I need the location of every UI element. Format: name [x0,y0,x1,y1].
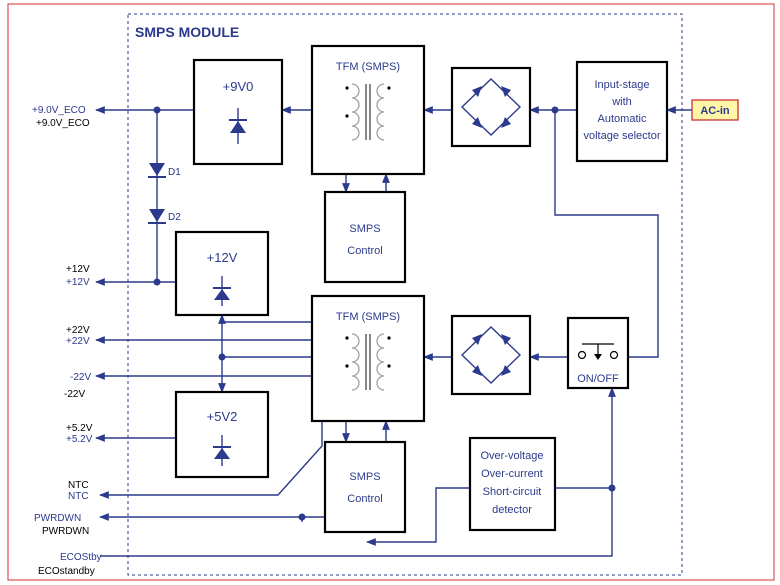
signal-12v-blue: +12V [66,277,90,288]
ac-in-tag: AC-in [691,99,739,121]
bridge-rectifier-bottom-block [450,314,532,396]
signal-9v-eco-blue: +9.0V_ECO [32,105,86,116]
signal-ecostby-blue: ECOStby [60,552,102,563]
diode-d2-label: D2 [168,212,181,223]
module-title: SMPS MODULE [135,24,239,40]
smps-control-top-line2: Control [347,245,382,257]
protection-line3: Short-circuit [483,486,542,498]
regulator-12v-block: +12V [174,230,270,317]
signal-22v-neg-blue: -22V [70,372,91,383]
zener-icon [213,276,231,306]
regulator-9v0-label: +9V0 [223,79,254,94]
signal-12v-black: +12V [66,264,90,275]
transformer-icon [345,83,391,141]
signal-ecostandby-black: ECOstandby [38,566,95,577]
input-stage-block: Input-stage with Automatic voltage selec… [575,60,669,163]
bridge-rectifier-icon [460,78,522,136]
signal-22v-neg-black: -22V [64,389,85,400]
input-stage-line3: Automatic [598,113,647,125]
signal-22v-pos-blue: +22V [66,336,90,347]
outer-frame [7,3,775,581]
signal-5v2-blue: +5.2V [66,434,93,445]
regulator-5v2-block: +5V2 [174,390,270,479]
protection-line1: Over-voltage [481,450,544,462]
zener-icon [213,435,231,466]
transformer-icon [345,333,391,391]
smps-control-bottom-block: SMPS Control [323,440,407,534]
switch-icon [577,343,619,360]
ac-in-label: AC-in [700,105,730,117]
signal-pwrdwn-blue: PWRDWN [34,513,81,524]
protection-line2: Over-current [481,468,543,480]
signal-9v-eco-black: +9.0V_ECO [36,118,90,129]
regulator-9v0-block: +9V0 [192,58,284,166]
input-stage-line2: with [611,96,632,108]
signal-ntc-black: NTC [68,480,89,491]
signal-5v2-black: +5.2V [66,423,93,434]
onoff-label: ON/OFF [577,373,619,385]
wiring [95,106,692,557]
regulator-5v2-label: +5V2 [207,409,238,424]
transformer-top-label: TFM (SMPS) [336,61,400,73]
signal-22v-pos-black: +22V [66,325,90,336]
diode-d1-label: D1 [168,167,181,178]
bridge-rectifier-icon [460,326,522,384]
input-stage-line4: voltage selector [583,130,660,142]
zener-icon [229,108,247,144]
smps-control-bottom-line2: Control [347,493,382,505]
transformer-bottom-block: TFM (SMPS) [310,294,426,423]
transformer-top-block: TFM (SMPS) [310,44,426,176]
diode-d2: D2 [148,209,181,224]
protection-line4: detector [492,504,532,516]
diode-d1: D1 [148,163,181,178]
regulator-12v-label: +12V [207,250,238,265]
module-boundary [127,13,683,576]
onoff-switch-block: ON/OFF [566,316,630,390]
transformer-bottom-label: TFM (SMPS) [336,311,400,323]
signal-ntc-blue: NTC [68,491,89,502]
smps-control-bottom-line1: SMPS [349,471,380,483]
protection-detector-block: Over-voltage Over-current Short-circuit … [468,436,557,532]
smps-control-top-block: SMPS Control [323,190,407,284]
bridge-rectifier-top-block [450,66,532,148]
smps-control-top-line1: SMPS [349,223,380,235]
signal-labels: +9.0V_ECO +9.0V_ECO +12V +12V +22V +22V … [32,105,102,577]
signal-pwrdwn-black: PWRDWN [42,526,89,537]
input-stage-line1: Input-stage [594,79,649,91]
